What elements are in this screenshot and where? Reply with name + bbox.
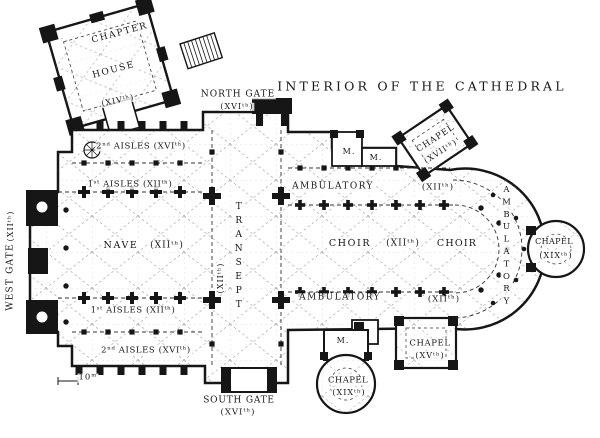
choir-date-label: (XIIᵗʰ) <box>385 238 421 249</box>
sacristy-m-label-3: M. <box>335 335 351 346</box>
sacristy-m-label-2: M. <box>368 152 384 163</box>
south-gate-label: SOUTH GATE <box>202 395 276 406</box>
choir-east-label: CHOIR <box>435 238 479 250</box>
piers <box>63 149 527 347</box>
ambulatory-south-date: (XIIᵗʰ) <box>426 294 462 305</box>
aisle-2nd-north-label: 2ⁿᵈ AISLES (XVIᵗʰ) <box>95 141 187 152</box>
south-gate-date: (XVIᵗʰ) <box>219 407 257 418</box>
scale-bar <box>57 377 79 385</box>
ambulatory-south-label: AMBULATORY <box>298 292 382 303</box>
chapel-east-label: CHAPEL <box>534 236 574 247</box>
sacristy-rooms <box>330 130 397 167</box>
transept-label: TRANSEPT <box>232 202 244 314</box>
north-gate-date: (XVIᵗʰ) <box>219 101 255 112</box>
west-front <box>26 190 58 334</box>
chapel-south-label: CHAPEL <box>326 375 370 386</box>
plan-title: INTERIOR OF THE CATHEDRAL <box>277 78 567 94</box>
north-gate-label: NORTH GATE <box>199 89 277 100</box>
transept-date: (XIIᵗʰ) <box>215 261 226 295</box>
nave-date: (XIIᵗʰ) <box>149 240 185 251</box>
south-gate-porch <box>221 367 277 393</box>
nave-label: NAVE <box>102 240 140 252</box>
chapel-east-date: (XIXᵗʰ) <box>538 250 574 261</box>
aisle-1st-south-label: 1ˢᵗ AISLES (XIIᵗʰ) <box>89 305 177 316</box>
west-gate-date: (XIIᵗʰ) <box>5 209 16 243</box>
west-gate-label: WEST GATE <box>5 242 16 312</box>
ambulatory-arc-label: AMBULATORY <box>500 185 512 309</box>
choir-west-label: CHOIR <box>327 238 373 250</box>
chapel-south-date: (XIXᵗʰ) <box>331 387 367 398</box>
stair-hatch <box>179 31 224 70</box>
chapel-southeast-label: CHAPEL <box>408 338 452 349</box>
north-gate-porch <box>252 98 292 126</box>
chapel-southeast-date: (XVᵗʰ) <box>414 350 446 361</box>
ambulatory-north-label: AMBULATORY <box>291 181 375 192</box>
chapel-east-shape <box>526 219 586 279</box>
sacristy-m-label-1: M. <box>341 146 357 157</box>
aisle-1st-north-label: 1ˢᵗ AISLES (XIIᵗʰ) <box>86 179 174 190</box>
ambulatory-north-date: (XIIᵗʰ) <box>420 182 456 193</box>
aisle-2nd-south-label: 2ⁿᵈ AISLES (XVIᵗʰ) <box>100 345 192 356</box>
scale-label: 10ᵐ <box>77 372 99 383</box>
